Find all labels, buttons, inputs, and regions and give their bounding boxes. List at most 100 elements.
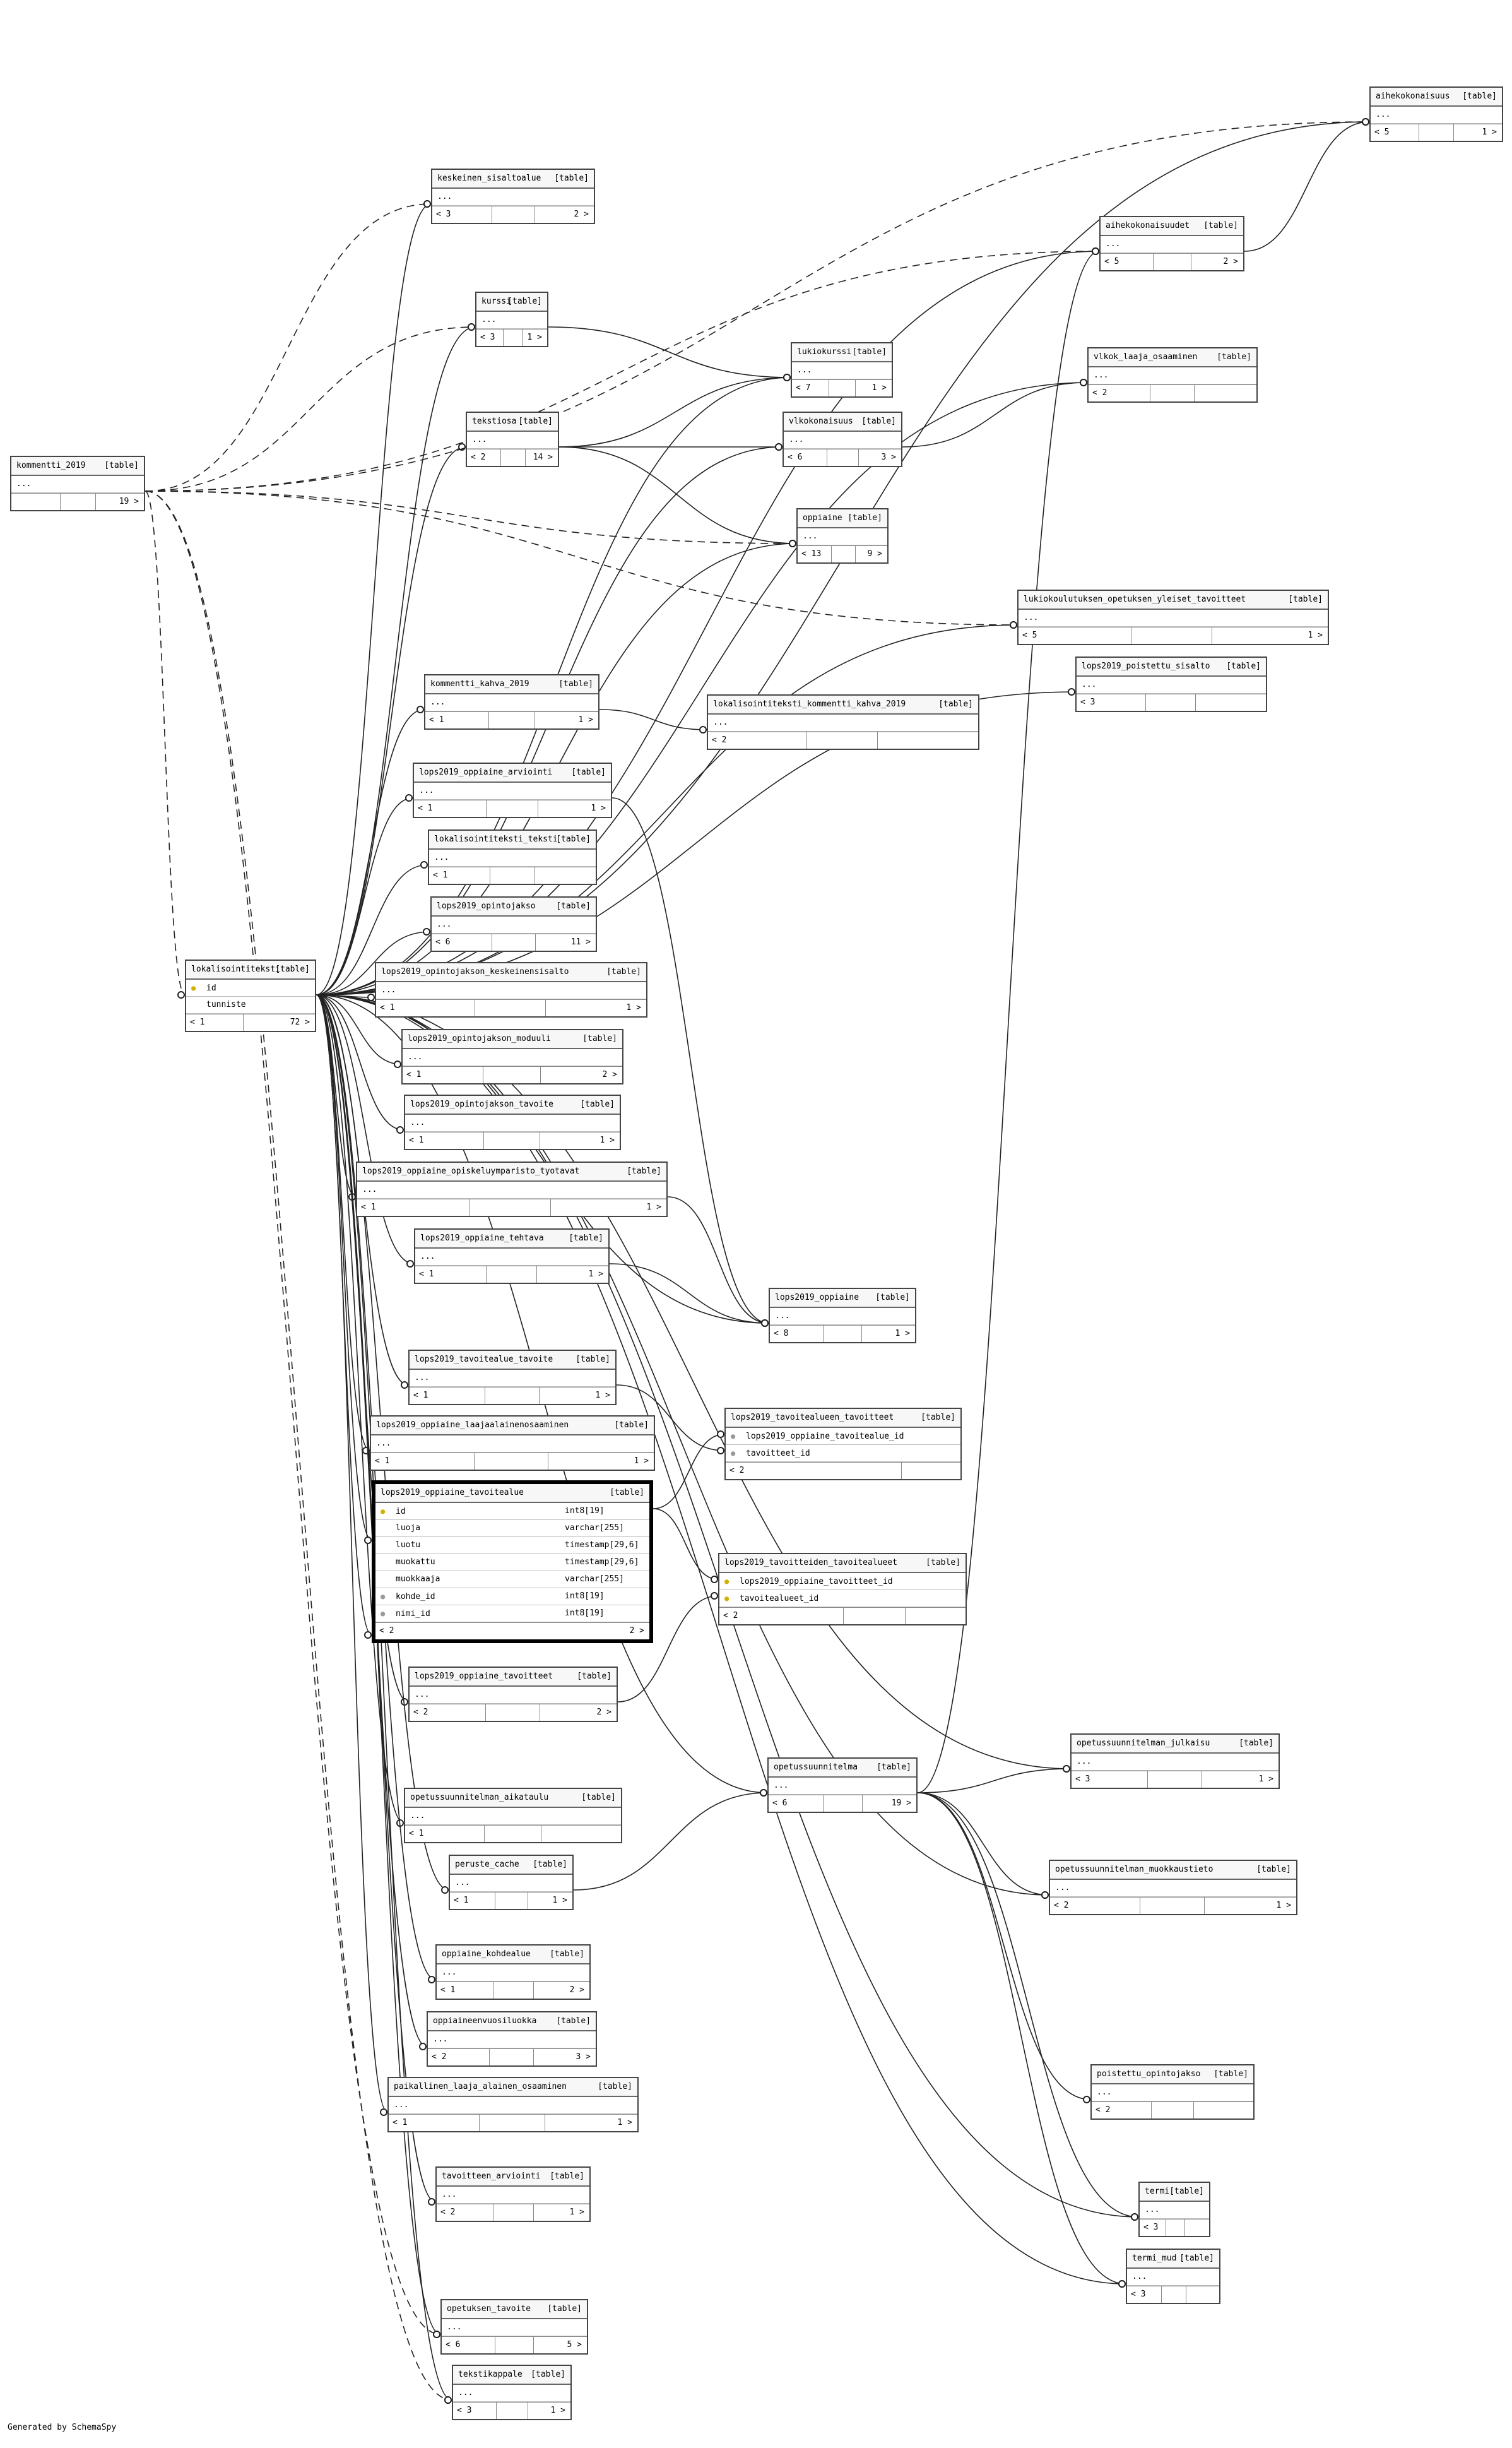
parents-count[interactable]: < 1: [409, 1136, 424, 1145]
table-lops2019-oppiaine-tavoitealue[interactable]: lops2019_oppiaine_tavoitealue[table] ●id…: [372, 1480, 653, 1643]
more-columns-row[interactable]: ...: [770, 1308, 915, 1325]
parents-count[interactable]: < 6: [788, 453, 803, 462]
column-row[interactable]: ●tavoitteet_id: [726, 1445, 960, 1462]
more-columns-row[interactable]: ...: [389, 2097, 637, 2114]
table-lops2019-tavoitealueen-tavoitteet[interactable]: lops2019_tavoitealueen_tavoitteet[table]…: [724, 1408, 962, 1480]
parents-count[interactable]: < 1: [361, 1203, 376, 1212]
children-count[interactable]: 1 >: [895, 1329, 910, 1338]
more-columns-row[interactable]: ...: [410, 1687, 617, 1704]
parents-count[interactable]: < 1: [419, 1269, 434, 1279]
table-lokalisointiteksti-kommentti-kahva-2019[interactable]: lokalisointiteksti_kommentti_kahva_2019[…: [707, 694, 979, 750]
table-kommentti-2019[interactable]: kommentti_2019[table]...19 >: [10, 456, 145, 511]
children-count[interactable]: 1 >: [595, 1391, 610, 1400]
more-columns-row[interactable]: ...: [425, 694, 598, 711]
children-count[interactable]: 1 >: [550, 2406, 565, 2415]
more-columns-row[interactable]: ...: [414, 783, 611, 800]
children-count[interactable]: 1 >: [871, 383, 887, 393]
parents-count[interactable]: < 6: [446, 2340, 461, 2350]
parents-count[interactable]: < 1: [380, 1003, 395, 1013]
more-columns-row[interactable]: ...: [415, 1249, 608, 1266]
parents-count[interactable]: < 2: [729, 1466, 745, 1475]
parents-count[interactable]: < 2: [1096, 2105, 1111, 2115]
parents-count[interactable]: < 2: [379, 1626, 394, 1636]
table-lops2019-opintojakson-tavoite[interactable]: lops2019_opintojakson_tavoite[table]...<…: [404, 1095, 621, 1150]
more-columns-row[interactable]: ...: [1072, 1754, 1279, 1771]
children-count[interactable]: 1 >: [646, 1203, 661, 1212]
more-columns-row[interactable]: ...: [784, 432, 901, 449]
table-lops2019-tavoitteiden-tavoitealueet[interactable]: lops2019_tavoitteiden_tavoitealueet[tabl…: [718, 1553, 967, 1625]
more-columns-row[interactable]: ...: [1371, 107, 1502, 124]
parents-count[interactable]: < 1: [418, 804, 433, 813]
children-count[interactable]: 1 >: [527, 333, 542, 342]
parents-count[interactable]: < 13: [801, 549, 822, 559]
children-count[interactable]: 1 >: [617, 2118, 632, 2127]
table-paikallinen-laaja-alainen-osaaminen[interactable]: paikallinen_laaja_alainen_osaaminen[tabl…: [387, 2077, 639, 2132]
children-count[interactable]: 19 >: [119, 497, 139, 506]
children-count[interactable]: 1 >: [588, 1269, 603, 1279]
parents-count[interactable]: < 8: [774, 1329, 789, 1338]
table-termi-mud[interactable]: termi_mud[table]...< 3: [1126, 2249, 1220, 2304]
children-count[interactable]: 1 >: [1258, 1774, 1273, 1784]
children-count[interactable]: 9 >: [867, 549, 882, 559]
children-count[interactable]: 1 >: [1308, 631, 1323, 640]
parents-count[interactable]: < 3: [436, 210, 451, 219]
more-columns-row[interactable]: ...: [442, 2319, 587, 2336]
children-count[interactable]: 3 >: [881, 453, 896, 462]
table-opetussuunnitelman-aikataulu[interactable]: opetussuunnitelman_aikataulu[table]...< …: [404, 1788, 622, 1843]
more-columns-row[interactable]: ...: [405, 1808, 621, 1825]
parents-count[interactable]: < 3: [480, 333, 495, 342]
parents-count[interactable]: < 1: [454, 1896, 469, 1905]
more-columns-row[interactable]: ...: [403, 1049, 622, 1066]
table-lops2019-tavoitealue-tavoite[interactable]: lops2019_tavoitealue_tavoite[table]...< …: [408, 1350, 617, 1405]
parents-count[interactable]: < 2: [712, 735, 727, 745]
parents-count[interactable]: < 2: [723, 1611, 738, 1620]
children-count[interactable]: 1 >: [626, 1003, 641, 1013]
table-vlkok-laaja-osaaminen[interactable]: vlkok_laaja_osaaminen[table]...< 2: [1087, 347, 1258, 403]
more-columns-row[interactable]: ...: [432, 189, 594, 206]
children-count[interactable]: 2 >: [602, 1070, 617, 1079]
children-count[interactable]: 5 >: [567, 2340, 582, 2350]
more-columns-row[interactable]: ...: [1127, 2269, 1219, 2286]
table-termi[interactable]: termi[table]...< 3: [1138, 2182, 1210, 2237]
parents-count[interactable]: < 6: [435, 937, 451, 947]
children-count[interactable]: 1 >: [1482, 128, 1497, 137]
parents-count[interactable]: < 1: [440, 1985, 456, 1995]
parents-count[interactable]: < 6: [772, 1798, 788, 1808]
table-lops2019-opintojakson-moduuli[interactable]: lops2019_opintojakson_moduuli[table]...<…: [401, 1029, 623, 1084]
more-columns-row[interactable]: ...: [798, 528, 887, 545]
children-count[interactable]: 1 >: [569, 2207, 584, 2217]
table-lops2019-poistettu-sisalto[interactable]: lops2019_poistettu_sisalto[table]...< 3: [1075, 657, 1267, 712]
parents-count[interactable]: < 1: [190, 1018, 205, 1027]
parents-count[interactable]: < 1: [413, 1391, 428, 1400]
more-columns-row[interactable]: ...: [467, 432, 558, 449]
more-columns-row[interactable]: ...: [708, 715, 978, 732]
table-poistettu-opintojakso[interactable]: poistettu_opintojakso[table]...< 2: [1090, 2064, 1255, 2120]
more-columns-row[interactable]: ...: [792, 362, 892, 379]
more-columns-row[interactable]: ...: [437, 1964, 589, 1982]
more-columns-row[interactable]: ...: [1050, 1880, 1296, 1897]
parents-count[interactable]: < 1: [429, 715, 444, 725]
children-count[interactable]: 1 >: [1276, 1901, 1291, 1910]
parents-count[interactable]: < 2: [1054, 1901, 1069, 1910]
parents-count[interactable]: < 5: [1022, 631, 1037, 640]
column-row[interactable]: ●lops2019_oppiaine_tavoitteet_id: [719, 1573, 966, 1590]
parents-count[interactable]: < 5: [1104, 257, 1119, 266]
column-row[interactable]: ●tavoitealueet_id: [719, 1590, 966, 1607]
more-columns-row[interactable]: ...: [376, 982, 646, 999]
